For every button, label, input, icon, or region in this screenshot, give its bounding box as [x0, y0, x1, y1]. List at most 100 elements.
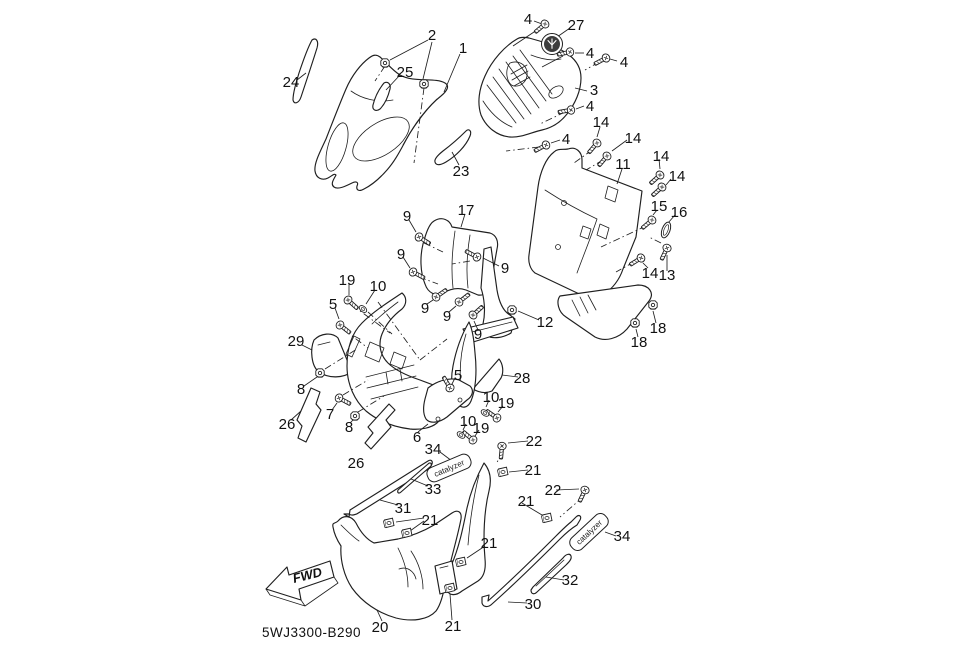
part-number-label-8: 8: [345, 419, 353, 436]
clip-nut-ref-21: [497, 466, 509, 478]
part-number-label-14: 14: [642, 265, 659, 282]
screw-ref-15: [640, 215, 657, 230]
nut-ref-18: [630, 318, 640, 328]
leader-line-dashed: [648, 236, 662, 244]
part-number-label-5: 5: [454, 367, 462, 384]
leader-line: [290, 410, 302, 421]
leader-line: [545, 576, 565, 581]
leader-line: [635, 328, 639, 338]
leader-line: [409, 520, 425, 532]
part-6-lower-flap: [423, 378, 473, 423]
part-number-label-27: 27: [568, 17, 585, 34]
screw-ref-14: [587, 138, 602, 155]
part-number-label-4: 4: [620, 54, 628, 71]
part-3-side-opening: [548, 85, 564, 99]
leader-line: [449, 593, 453, 621]
leader-line-dashed: [324, 348, 358, 370]
part-11-wing-slats: [571, 294, 597, 317]
leader-line: [642, 262, 649, 269]
screw-ref-4: [533, 19, 550, 34]
part-1-main-opening: [352, 116, 410, 162]
part-number-label-21: 21: [525, 462, 542, 479]
part-number-label-19: 19: [473, 420, 490, 437]
leader-line: [474, 429, 480, 437]
leader-line: [652, 209, 658, 216]
part-1-front-fairing: [314, 54, 449, 191]
leader-line: [574, 87, 588, 92]
diagram-artwork: FWD 5WJ3300-B290: [262, 36, 652, 640]
brand-emblem-ref-27: [541, 33, 563, 55]
leader-line: [422, 41, 433, 80]
screw-ref-13: [659, 243, 672, 261]
part-11-hole: [555, 244, 561, 250]
part-11-lower-wing: [557, 284, 652, 340]
leader-line-dashed: [377, 301, 421, 361]
part-number-label-18: 18: [650, 320, 667, 337]
screw-ref-14: [628, 253, 646, 267]
leader-line-dashed: [357, 395, 385, 413]
fwd-label: FWD: [291, 564, 324, 586]
part-number-label-34: 34: [425, 441, 442, 458]
screw-ref-9: [408, 267, 426, 280]
part-number-label-21: 21: [481, 535, 498, 552]
leader-line: [575, 105, 585, 110]
part-23-trim-strip: [434, 129, 472, 166]
screw-ref-7: [334, 393, 352, 406]
part-6-ladder-bars: [365, 364, 419, 400]
screw-ref-9: [454, 292, 471, 307]
leader-line: [410, 478, 429, 487]
screw-ref-9: [414, 232, 431, 246]
leader-line: [385, 74, 401, 91]
part-32-side-moulding: [530, 553, 572, 595]
screw-ref-22: [577, 485, 590, 503]
part-3-mesh-patch: [506, 61, 531, 87]
leader-line: [652, 310, 657, 324]
part-number-label-18: 18: [631, 334, 648, 351]
part-number-label-24: 24: [283, 74, 300, 91]
clip-nut-ref-21: [383, 517, 395, 529]
part-number-label-10: 10: [460, 413, 477, 430]
part-17-bracket: [480, 246, 516, 339]
part-6-edge-line: [371, 301, 399, 325]
leader-line-dashed: [342, 379, 369, 396]
part-32-line: [535, 559, 565, 587]
clip-nut-ref-21: [455, 556, 467, 568]
leader-line-dashed: [351, 304, 391, 334]
leader-line: [541, 55, 564, 68]
part-6-brackets: [345, 335, 407, 370]
part-number-label-2: 2: [428, 27, 436, 44]
screw-ref-9: [464, 249, 482, 262]
nut-ref-8: [315, 368, 325, 378]
part-number-label-21: 21: [445, 618, 462, 635]
leader-line: [482, 257, 500, 267]
part-28-corner-piece: [472, 358, 504, 394]
part-17-center-panel: [420, 218, 499, 296]
part-24-trim-strip: [292, 38, 319, 104]
leader-line-dashed: [413, 87, 425, 164]
leader-line: [555, 488, 580, 491]
leader-line: [611, 139, 628, 152]
diagram-part-code: 5WJ3300-B290: [262, 625, 361, 640]
part-number-label-29: 29: [288, 333, 305, 350]
leader-line: [303, 376, 318, 387]
part-number-label-7: 7: [326, 406, 334, 423]
part-number-label-14: 14: [653, 148, 670, 165]
part-number-label-9: 9: [421, 300, 429, 317]
part-number-label-22: 22: [526, 433, 543, 450]
part-11-inner-curve: [544, 189, 598, 274]
part-number-label-9: 9: [403, 208, 411, 225]
part-33-moulding: [397, 462, 432, 494]
leader-line: [667, 214, 676, 224]
part-number-label-4: 4: [562, 131, 570, 148]
part-number-label-30: 30: [525, 596, 542, 613]
leader-line: [451, 151, 460, 166]
part-number-label-33: 33: [425, 481, 442, 498]
leader-line: [296, 72, 307, 81]
leader-line: [521, 502, 543, 516]
part-number-label-1: 1: [459, 40, 467, 57]
leader-line: [379, 499, 399, 506]
part-26-seal-strip: [296, 387, 322, 443]
